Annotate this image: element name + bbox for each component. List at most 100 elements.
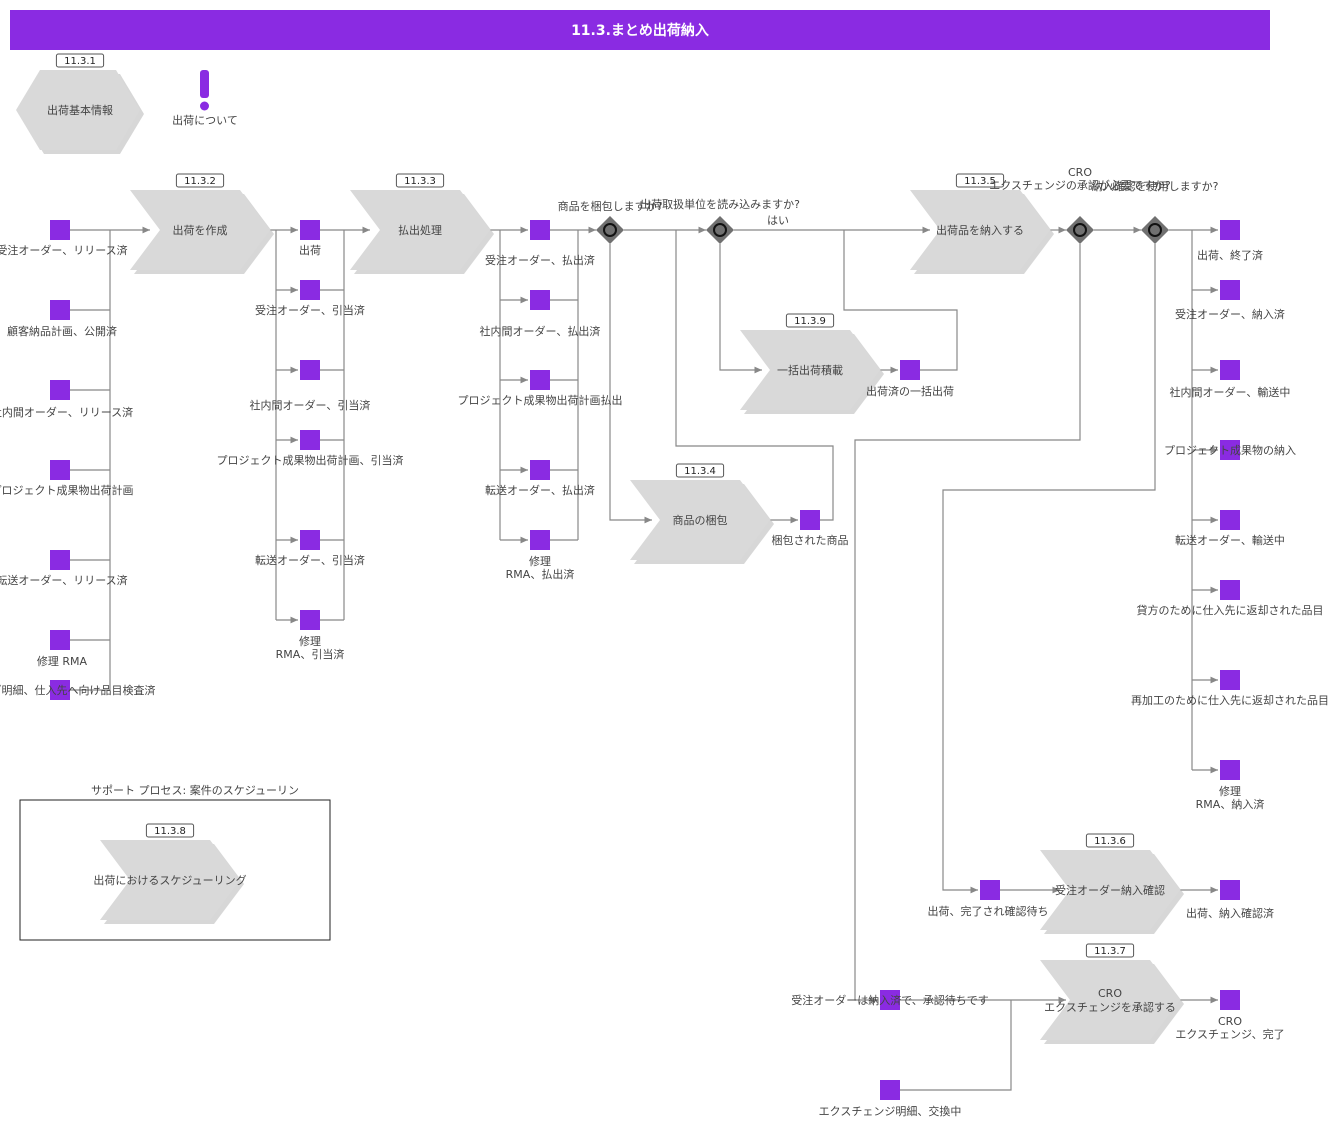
- final-output-object[interactable]: [1220, 760, 1240, 780]
- input-object-label: 顧客納品計画、公開済: [7, 324, 117, 338]
- final-output-label: 社内間オーダー、輸送中: [1170, 385, 1291, 399]
- final-output-object[interactable]: [1220, 670, 1240, 690]
- process-cro[interactable]: [1040, 960, 1180, 1040]
- input-object[interactable]: [50, 380, 70, 400]
- confirm-output-label: 出荷、納入確認済: [1186, 906, 1274, 920]
- cro-input-object[interactable]: [880, 990, 900, 1010]
- final-output-object[interactable]: [1220, 580, 1240, 600]
- create-output-object[interactable]: [300, 430, 320, 450]
- issue-output-label: プロジェクト成果物出荷計画払出: [458, 393, 623, 407]
- process-create-label: 出荷を作成: [173, 223, 228, 237]
- pack-output-object[interactable]: [800, 510, 820, 530]
- confirm-output-object[interactable]: [1220, 880, 1240, 900]
- process-bulk-label: 一括出荷積載: [777, 363, 843, 377]
- exclamation-icon[interactable]: [200, 70, 209, 98]
- process-cro-label1: CRO: [1098, 987, 1122, 1000]
- process-create-tag-box: [175, 173, 225, 188]
- final-output-label: 転送オーダー、輸送中: [1175, 533, 1285, 547]
- gateway-cro[interactable]: [1066, 216, 1094, 244]
- process-scheduling-tag-box: [145, 823, 195, 838]
- process-confirm[interactable]: [1040, 850, 1180, 930]
- bulk-output-object[interactable]: [900, 360, 920, 380]
- process-pack-label: 商品の梱包: [673, 513, 728, 527]
- input-object-label: 受注オーダー、リリース済: [0, 243, 128, 257]
- process-confirm-label: 受注オーダー納入確認: [1055, 883, 1165, 897]
- notice-label: 出荷について: [172, 113, 238, 127]
- page-title: 11.3.まとめ出荷納入: [10, 10, 1270, 50]
- final-output-object[interactable]: [1220, 360, 1240, 380]
- support-process-box: [19, 799, 331, 941]
- process-scheduling-label: 出荷におけるスケジューリング: [93, 873, 246, 887]
- gateway-pack-marker: [603, 223, 617, 237]
- final-output-object[interactable]: [1220, 220, 1240, 240]
- process-deliver[interactable]: [910, 190, 1050, 270]
- input-object[interactable]: [50, 460, 70, 480]
- process-confirm-tag-box: [1085, 833, 1135, 848]
- gateway-cro-question1: CRO: [1068, 166, 1092, 179]
- process-bulk-tag: 11.3.9: [794, 316, 826, 327]
- process-create[interactable]: [130, 190, 270, 270]
- issue-output-object[interactable]: [530, 530, 550, 550]
- issue-output-label: 修理: [529, 554, 551, 568]
- gateway-cro-question2: エクスチェンジの承認が必要ですか?: [989, 178, 1171, 192]
- cro-input-label: 受注オーダーは納入済で、承認待ちです: [791, 993, 989, 1007]
- input-object[interactable]: [50, 680, 70, 700]
- process-bulk[interactable]: [740, 330, 880, 410]
- create-output-object[interactable]: [300, 220, 320, 240]
- process-issue[interactable]: [350, 190, 490, 270]
- issue-output-label: 受注オーダー、払出済: [485, 253, 595, 267]
- create-output-object[interactable]: [300, 360, 320, 380]
- process-pack-tag: 11.3.4: [684, 466, 716, 477]
- bulk-output-label: 出荷済の一括出荷: [866, 384, 954, 398]
- final-output-label: 修理: [1219, 784, 1241, 798]
- create-output-object[interactable]: [300, 530, 320, 550]
- final-output-label: 受注オーダー、納入済: [1175, 307, 1285, 321]
- process-scheduling[interactable]: [100, 840, 240, 920]
- exchange-line-object[interactable]: [880, 1080, 900, 1100]
- process-pack[interactable]: [630, 480, 770, 560]
- gateway-unit-marker: [713, 223, 727, 237]
- basic-info-tag-box: [55, 53, 105, 68]
- final-output-label: 貸方のために仕入先に返却された品目: [1137, 603, 1324, 617]
- issue-output-label: 転送オーダー、払出済: [485, 483, 595, 497]
- input-object[interactable]: [50, 630, 70, 650]
- input-object[interactable]: [50, 220, 70, 240]
- process-pack-tag-box: [675, 463, 725, 478]
- input-object-label: プロジェクト成果物出荷計画: [0, 483, 134, 497]
- issue-output-label2: RMA、払出済: [506, 567, 575, 581]
- gateway-pack-question: 商品を梱包しますか?: [558, 199, 663, 213]
- gateway-confirm-marker: [1148, 223, 1162, 237]
- cro-output-object[interactable]: [1220, 990, 1240, 1010]
- gateway-unit[interactable]: [706, 216, 734, 244]
- final-output-object[interactable]: [1220, 440, 1240, 460]
- process-create-tag: 11.3.2: [184, 176, 216, 187]
- process-deliver-tag-box: [955, 173, 1005, 188]
- basic-info-hexagon[interactable]: [16, 70, 140, 150]
- issue-output-object[interactable]: [530, 290, 550, 310]
- confirm-input-label: 出荷、完了され確認待ち: [928, 904, 1049, 918]
- process-issue-label: 払出処理: [398, 223, 442, 237]
- process-cro-tag: 11.3.7: [1094, 946, 1126, 957]
- issue-output-object[interactable]: [530, 370, 550, 390]
- process-scheduling-tag: 11.3.8: [154, 826, 186, 837]
- final-output-label: 出荷、終了済: [1197, 248, 1263, 262]
- create-output-label: 修理: [299, 634, 321, 648]
- gateway-pack[interactable]: [596, 216, 624, 244]
- create-output-label2: RMA、引当済: [276, 647, 345, 661]
- confirm-input-object[interactable]: [980, 880, 1000, 900]
- gateway-unit-question: 出荷取扱単位を読み込みますか?: [640, 197, 800, 211]
- input-object-label: オーダ明細、仕入先へ向け品目検査済: [0, 683, 156, 697]
- input-object[interactable]: [50, 550, 70, 570]
- issue-output-object[interactable]: [530, 220, 550, 240]
- final-output-object[interactable]: [1220, 280, 1240, 300]
- issue-output-object[interactable]: [530, 460, 550, 480]
- gateway-confirm[interactable]: [1141, 216, 1169, 244]
- create-output-object[interactable]: [300, 280, 320, 300]
- connectors: [70, 226, 1218, 1091]
- issue-output-label: 社内間オーダー、払出済: [480, 324, 601, 338]
- final-output-object[interactable]: [1220, 510, 1240, 530]
- input-object[interactable]: [50, 300, 70, 320]
- create-output-object[interactable]: [300, 610, 320, 630]
- gateway-confirm-question: 納入確認を使用しますか?: [1092, 179, 1219, 193]
